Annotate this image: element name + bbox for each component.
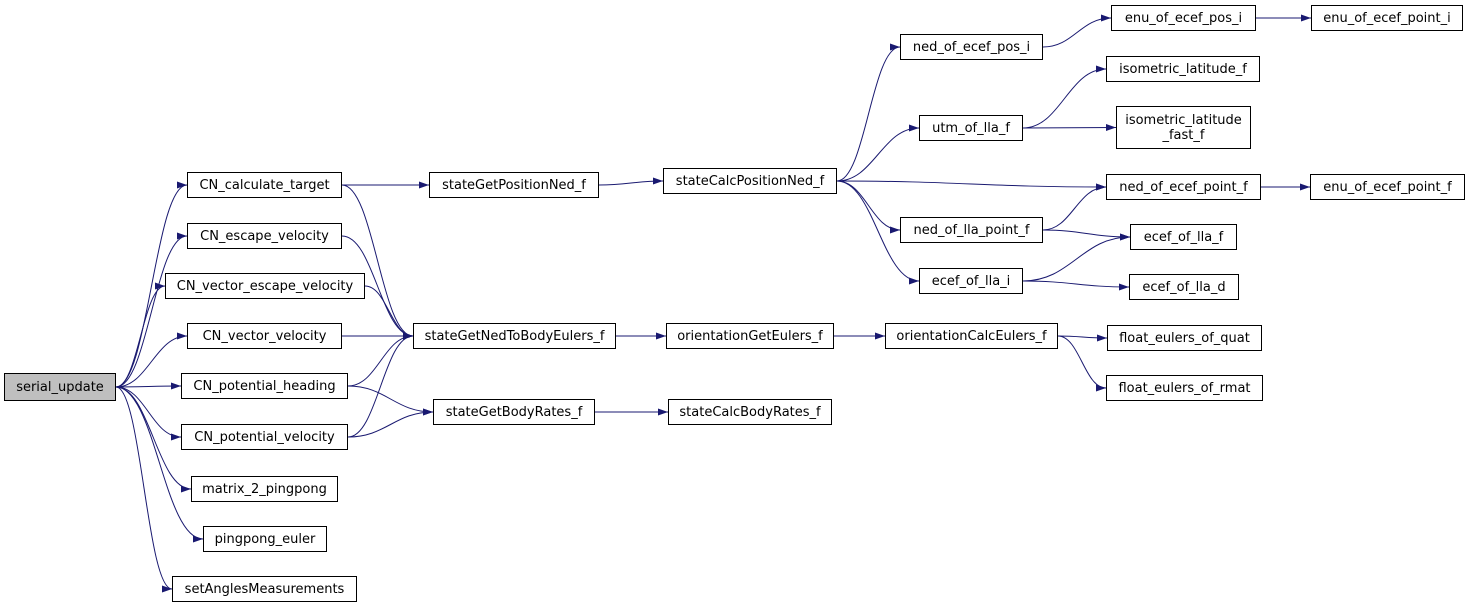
edge-stateGetPositionNed_f-to-stateCalcPositionNed_f [598,177,664,186]
node-cn-vector-velocity[interactable]: CN_vector_velocity [187,323,342,349]
node-cn-escape-velocity[interactable]: CN_escape_velocity [187,223,342,249]
node-cn-potential-velocity[interactable]: CN_potential_velocity [181,424,348,450]
node-pingpong-euler[interactable]: pingpong_euler [203,526,327,552]
node-ecef-of-lla-i[interactable]: ecef_of_lla_i [919,268,1023,294]
node-state-get-position-ned-f[interactable]: stateGetPositionNed_f [429,172,599,198]
node-cn-calculate-target[interactable]: CN_calculate_target [187,172,342,198]
edge-CN_vector_escape_velocity-to-stateGetNedToBodyEulers_f [364,285,414,340]
node-ned-of-ecef-pos-i[interactable]: ned_of_ecef_pos_i [900,34,1043,60]
edge-serial_update-to-setAnglesMeasurements [115,386,173,593]
node-cn-potential-heading[interactable]: CN_potential_heading [181,373,348,399]
node-ecef-of-lla-d[interactable]: ecef_of_lla_d [1129,274,1239,300]
node-ned-of-ecef-point-f[interactable]: ned_of_ecef_point_f [1106,174,1261,200]
edge-ecef_of_lla_i-to-ecef_of_lla_d [1022,280,1130,291]
edge-CN_potential_heading-to-stateGetNedToBodyEulers_f [347,332,414,387]
edge-serial_update-to-CN_potential_heading [115,382,182,390]
node-utm-of-lla-f[interactable]: utm_of_lla_f [919,115,1023,141]
node-state-calc-body-rates-f[interactable]: stateCalcBodyRates_f [668,399,832,425]
edge-stateCalcPositionNed_f-to-utm_of_lla_f [836,124,920,182]
node-matrix-2-pingpong[interactable]: matrix_2_pingpong [191,476,338,502]
node-float-eulers-of-rmat[interactable]: float_eulers_of_rmat [1106,375,1263,401]
edge-ned_of_lla_point_f-to-ecef_of_lla_f [1042,229,1131,241]
edge-utm_of_lla_f-to-isometric_latitude_fast_f [1022,124,1117,132]
edge-stateCalcPositionNed_f-to-ecef_of_lla_i [836,180,920,285]
edge-CN_potential_velocity-to-stateGetNedToBodyEulers_f [347,332,414,438]
node-state-get-body-rates-f[interactable]: stateGetBodyRates_f [433,399,595,425]
node-orientation-get-eulers-f[interactable]: orientationGetEulers_f [666,323,834,349]
edge-serial_update-to-CN_vector_velocity [115,332,188,388]
node-isometric-latitude-f[interactable]: isometric_latitude_f [1106,56,1260,82]
edge-CN_calculate_target-to-stateGetNedToBodyEulers_f [341,184,414,340]
edge-stateCalcPositionNed_f-to-ned_of_lla_point_f [836,180,901,234]
edge-stateCalcPositionNed_f-to-ned_of_ecef_pos_i [836,43,901,182]
edge-CN_potential_heading-to-stateGetBodyRates_f [347,385,434,416]
node-enu-of-ecef-point-f[interactable]: enu_of_ecef_point_f [1310,174,1465,200]
node-float-eulers-of-quat[interactable]: float_eulers_of_quat [1107,325,1262,351]
node-ned-of-lla-point-f[interactable]: ned_of_lla_point_f [900,217,1043,243]
edge-serial_update-to-CN_potential_velocity [115,386,182,441]
node-cn-vector-escape-velocity[interactable]: CN_vector_escape_velocity [165,273,365,299]
node-isometric-latitude-fast-f[interactable]: isometric_latitude _fast_f [1116,106,1251,149]
edge-orientationCalcEulers_f-to-float_eulers_of_quat [1057,334,1108,342]
node-enu-of-ecef-pos-i[interactable]: enu_of_ecef_pos_i [1111,5,1256,31]
node-ecef-of-lla-f[interactable]: ecef_of_lla_f [1130,224,1237,250]
edge-orientationCalcEulers_f-to-float_eulers_of_rmat [1057,335,1107,392]
node-serial-update: serial_update [4,373,116,401]
node-orientation-calc-eulers-f[interactable]: orientationCalcEulers_f [885,323,1058,349]
edge-stateCalcPositionNed_f-to-ned_of_ecef_point_f [836,180,1107,191]
edge-CN_potential_velocity-to-stateGetBodyRates_f [347,408,434,438]
node-enu-of-ecef-point-i[interactable]: enu_of_ecef_point_i [1311,5,1463,31]
node-set-angles-measurements[interactable]: setAnglesMeasurements [172,576,357,602]
edge-serial_update-to-CN_vector_escape_velocity [115,282,166,388]
edge-ned_of_lla_point_f-to-ned_of_ecef_point_f [1042,183,1107,231]
edge-utm_of_lla_f-to-isometric_latitude_f [1022,65,1107,129]
node-state-get-ned-to-body-eulers-f[interactable]: stateGetNedToBodyEulers_f [413,323,616,349]
edge-ecef_of_lla_i-to-ecef_of_lla_f [1022,233,1131,282]
edge-serial_update-to-CN_escape_velocity [115,232,188,388]
edge-serial_update-to-pingpong_euler [115,386,204,543]
node-state-calc-position-ned-f[interactable]: stateCalcPositionNed_f [663,168,837,194]
edge-ned_of_ecef_pos_i-to-enu_of_ecef_pos_i [1042,14,1112,48]
